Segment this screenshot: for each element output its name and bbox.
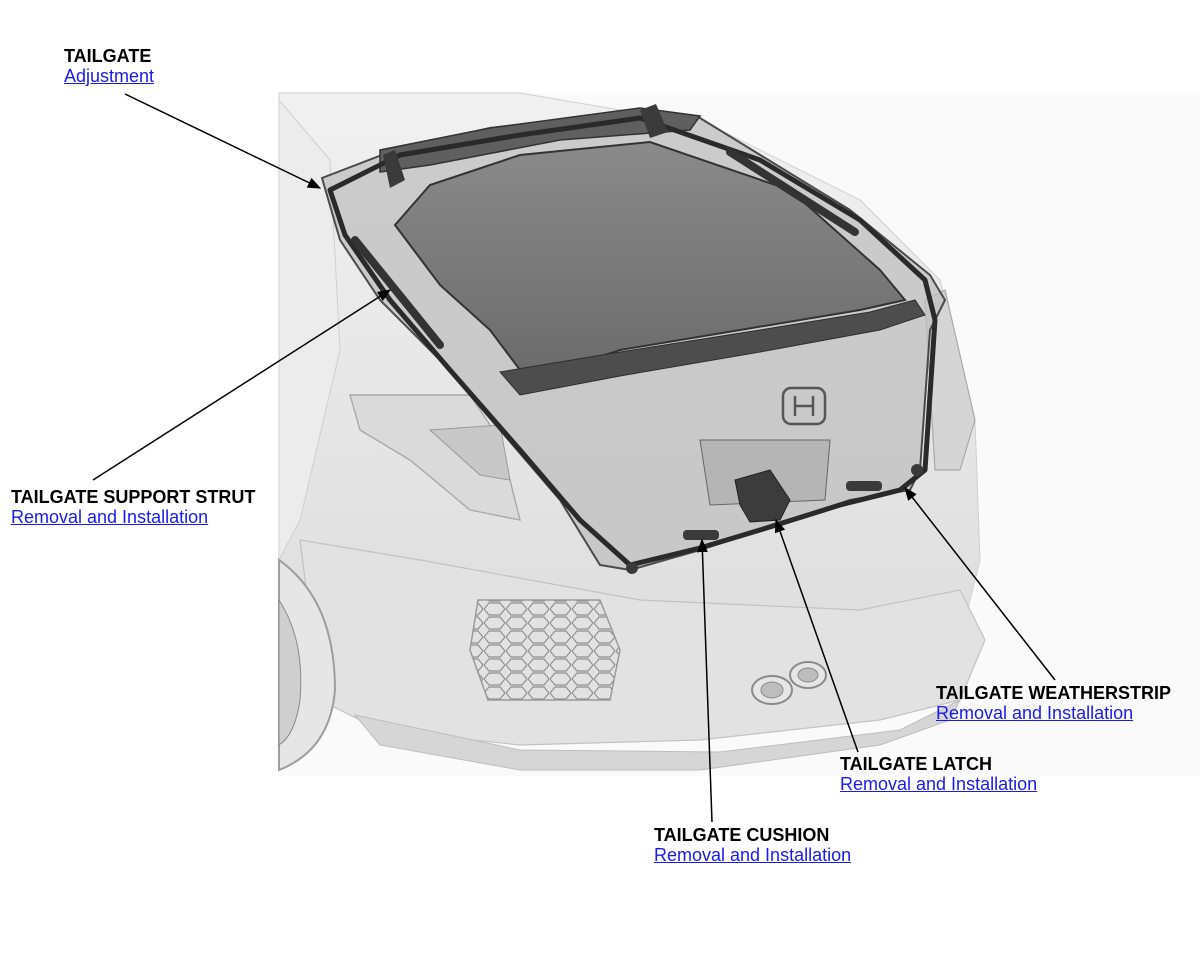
callout-support-strut: TAILGATE SUPPORT STRUT Removal and Insta… [11,487,255,527]
tailgate-illustration [320,104,947,574]
weatherstrip-removal-link[interactable]: Removal and Installation [936,703,1134,723]
leader-line-latch [774,518,859,753]
adjustment-link[interactable]: Adjustment [64,66,155,86]
callout-title: TAILGATE CUSHION [654,825,830,845]
callout-title: TAILGATE SUPPORT STRUT [11,487,256,507]
support-strut-removal-link[interactable]: Removal and Installation [11,507,209,527]
leader-lines [92,93,1056,823]
callout-title: TAILGATE [64,46,152,66]
callout-tailgate: TAILGATE Adjustment [64,46,154,86]
callout-cushion: TAILGATE CUSHION Removal and Installatio… [654,825,851,865]
leader-line-cushion [697,538,713,823]
callout-latch: TAILGATE LATCH Removal and Installation [840,754,1037,794]
callout-title: TAILGATE LATCH [840,754,992,774]
cushion-removal-link[interactable]: Removal and Installation [654,845,852,865]
callout-title: TAILGATE WEATHERSTRIP [936,683,1171,703]
latch-removal-link[interactable]: Removal and Installation [840,774,1038,794]
leader-line-weatherstrip [904,486,1056,681]
leader-line-support-strut [92,289,392,481]
callout-weatherstrip: TAILGATE WEATHERSTRIP Removal and Instal… [936,683,1171,723]
leader-line-tailgate [124,93,322,189]
